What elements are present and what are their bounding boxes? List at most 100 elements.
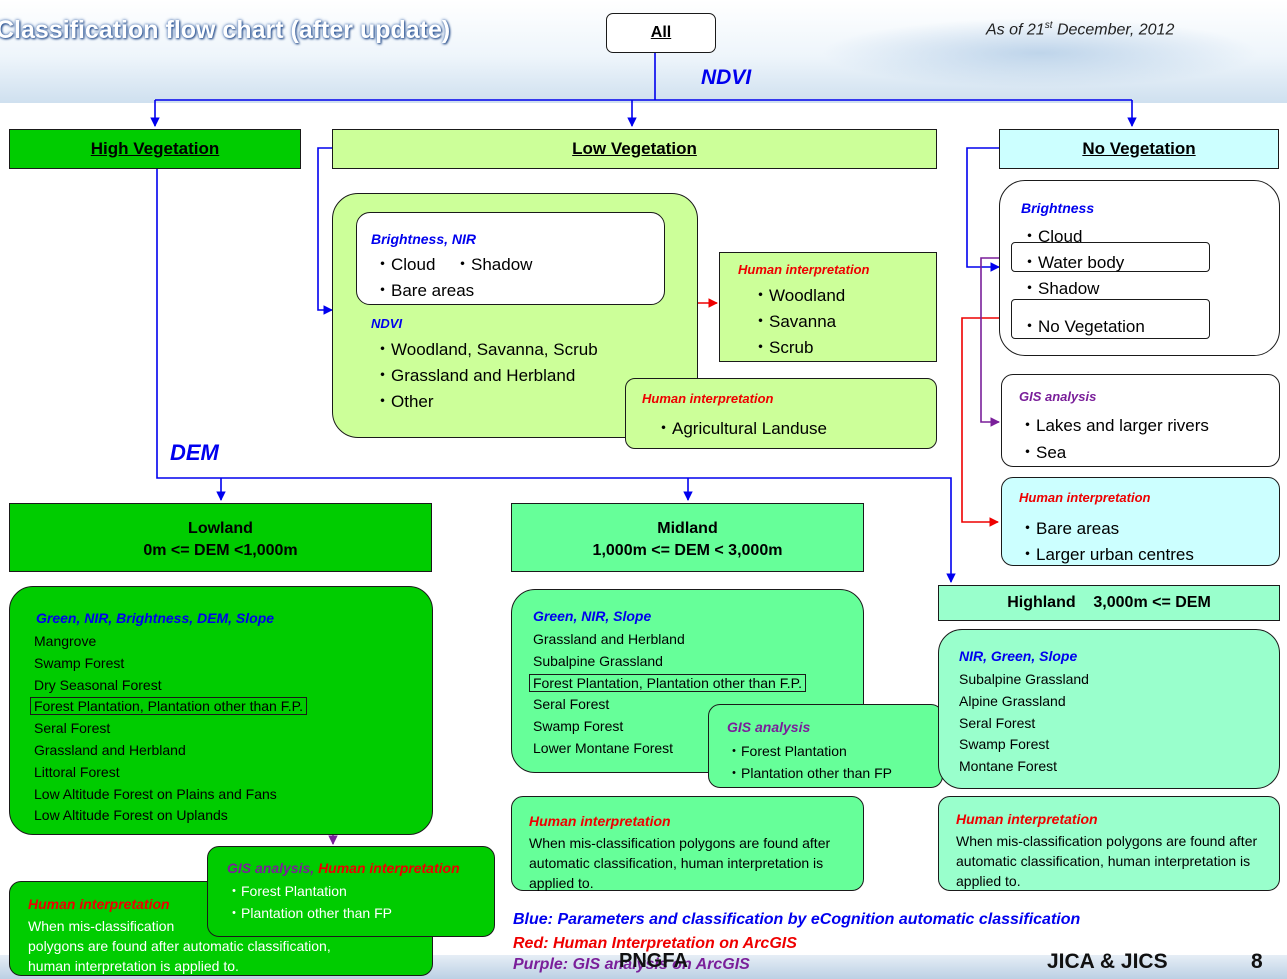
human-interpretation-bare-box	[1001, 477, 1280, 566]
legend-red: Red: Human Interpretation on ArcGIS	[513, 935, 797, 952]
midland-class-item: Grassland and Herbland	[533, 631, 685, 647]
human-high-title: Human interpretation	[956, 811, 1098, 827]
gis-mid-title: GIS analysis	[727, 719, 811, 735]
page-number: 8	[1251, 950, 1263, 973]
category-no-vegetation: No Vegetation	[999, 129, 1279, 169]
gis-low-item: ・Forest Plantation	[227, 883, 347, 899]
midland-class-item-forest-plantation: Forest Plantation, Plantation other than…	[529, 673, 807, 692]
slide-title: Classification flow chart (after update)	[0, 16, 451, 44]
midland-range: 1,000m <= DEM < 3,000m	[592, 542, 783, 559]
highland-title: Highland 3,000m <= DEM	[1007, 594, 1211, 611]
human-low-line: When mis-classification	[28, 918, 175, 934]
gis-low-title-purple: GIS analysis,	[227, 860, 315, 876]
legend-blue: Blue: Parameters and classification by e…	[513, 911, 1081, 928]
no-veg-no-vegetation: ・No Vegetation	[1021, 317, 1145, 336]
human-low-line: human interpretation is applied to.	[28, 958, 239, 974]
header-decoration	[820, 18, 1260, 88]
lowland-box: Lowland 0m <= DEM <1,000m	[9, 503, 432, 572]
midland-params: Green, NIR, Slope	[533, 608, 652, 624]
gis-human-lowland-box	[207, 846, 495, 937]
low-ndvi-classes: ・Woodland, Savanna, Scrub ・Grassland and…	[374, 337, 598, 415]
lowland-class-item-forest-plantation: Forest Plantation, Plantation other than…	[30, 697, 308, 716]
dem-parameter-label: DEM	[170, 440, 219, 465]
human-agri-item: ・Agricultural Landuse	[655, 419, 827, 438]
root-all-box: All	[606, 13, 716, 53]
human-interpretation-highland-box	[938, 796, 1280, 891]
gis-analysis-lakes-box	[1001, 374, 1280, 467]
brightness-nir-box	[356, 212, 665, 305]
human-agri-title: Human interpretation	[642, 391, 774, 406]
low-cloud: ・Cloud	[374, 255, 436, 274]
no-veg-cloud: ・Cloud	[1021, 227, 1083, 246]
no-veg-water-body: ・Water body	[1021, 253, 1125, 272]
low-woodland-savanna-scrub: ・Woodland, Savanna, Scrub	[374, 340, 598, 359]
lowland-class-list: Mangrove Swamp Forest Dry Seasonal Fores…	[30, 631, 308, 827]
low-other: ・Other	[374, 392, 434, 411]
lowland-class-item: Littoral Forest	[34, 763, 120, 780]
highland-classes-panel	[938, 629, 1280, 789]
midland-class-item: Subalpine Grassland	[533, 652, 663, 669]
highland-box: Highland 3,000m <= DEM	[938, 585, 1280, 621]
human-mid-title: Human interpretation	[529, 813, 671, 829]
human-bare-title: Human interpretation	[1019, 490, 1151, 505]
lowland-classes-panel	[9, 586, 433, 835]
human-interpretation-midland-box	[511, 796, 864, 891]
midland-class-item: Lower Montane Forest	[533, 739, 674, 756]
no-veg-shadow: ・Shadow	[1021, 279, 1100, 298]
human-interpretation-agri-box	[625, 378, 937, 449]
highland-class-item: Swamp Forest	[959, 736, 1050, 753]
root-label: All	[650, 24, 672, 41]
human-high-text: When mis-classification polygons are fou…	[956, 833, 1258, 889]
gis-mid-item: ・Plantation other than FP	[727, 765, 892, 781]
category-low-vegetation: Low Vegetation	[332, 129, 937, 169]
lowland-class-item: Swamp Forest	[34, 654, 125, 671]
highland-class-item: Seral Forest	[959, 714, 1036, 731]
human-savanna-item: ・Savanna	[752, 312, 837, 331]
highland-class-item: Alpine Grassland	[959, 692, 1066, 709]
human-mid-text: When mis-classification polygons are fou…	[529, 835, 831, 891]
highland-params: NIR, Green, Slope	[959, 648, 1078, 664]
human-urban-item: ・Larger urban centres	[1019, 545, 1194, 564]
no-vegetation-highlight	[1011, 299, 1210, 339]
gis-lakes-title: GIS analysis	[1019, 389, 1097, 404]
lowland-class-item: Low Altitude Forest on Uplands	[34, 807, 228, 824]
low-shadow: ・Shadow	[454, 255, 533, 274]
lowland-class-item: Seral Forest	[34, 720, 111, 737]
highland-class-item: Montane Forest	[959, 758, 1058, 775]
human-low-title: Human interpretation	[28, 896, 170, 912]
midland-title: Midland	[657, 520, 718, 537]
human-low-text: When mis-classification polygons are fou…	[28, 916, 331, 976]
lowland-title: Lowland	[188, 520, 253, 537]
human-woodland-item: ・Woodland	[752, 286, 846, 305]
midland-box: Midland 1,000m <= DEM < 3,000m	[511, 503, 864, 572]
as-of-date: As of 21st December, 2012	[986, 20, 1175, 39]
brightness-nir-title: Brightness, NIR	[371, 231, 477, 247]
human-bare-areas-item: ・Bare areas	[1019, 519, 1120, 538]
lowland-range: 0m <= DEM <1,000m	[143, 542, 298, 559]
no-veg-brightness-title: Brightness	[1021, 200, 1095, 216]
human-woodland-title: Human interpretation	[738, 262, 870, 277]
no-vegetation-panel	[999, 180, 1280, 356]
gis-sea-item: ・Sea	[1019, 443, 1067, 462]
midland-class-item: Swamp Forest	[533, 718, 624, 735]
lowland-class-item: Grassland and Herbland	[34, 741, 186, 758]
low-grassland-herbland: ・Grassland and Herbland	[374, 366, 576, 385]
human-woodland-list: ・Woodland ・Savanna ・Scrub	[752, 283, 845, 361]
lowland-params: Green, NIR, Brightness, DEM, Slope	[36, 610, 275, 626]
gis-low-title: GIS analysis, Human interpretation	[227, 860, 460, 876]
human-scrub-item: ・Scrub	[752, 338, 814, 357]
gis-mid-item: ・Forest Plantation	[727, 743, 847, 759]
root-parameter-ndvi: NDVI	[701, 66, 752, 89]
gis-lakes-item: ・Lakes and larger rivers	[1019, 416, 1209, 435]
lowland-class-item: Low Altitude Forest on Plains and Fans	[34, 785, 277, 802]
gis-low-title-red: Human interpretation	[318, 860, 460, 876]
low-bare-areas: ・Bare areas	[374, 281, 475, 300]
midland-classes-panel	[511, 589, 864, 773]
water-body-highlight	[1011, 242, 1210, 272]
midland-class-item: Seral Forest	[533, 696, 610, 713]
footer-organization: JICA & JICS	[1047, 950, 1168, 973]
category-high-vegetation: High Vegetation	[9, 129, 301, 169]
gis-low-item: ・Plantation other than FP	[227, 905, 392, 921]
human-low-line: polygons are found after automatic class…	[28, 938, 331, 954]
human-interpretation-woodland-box	[719, 252, 937, 362]
